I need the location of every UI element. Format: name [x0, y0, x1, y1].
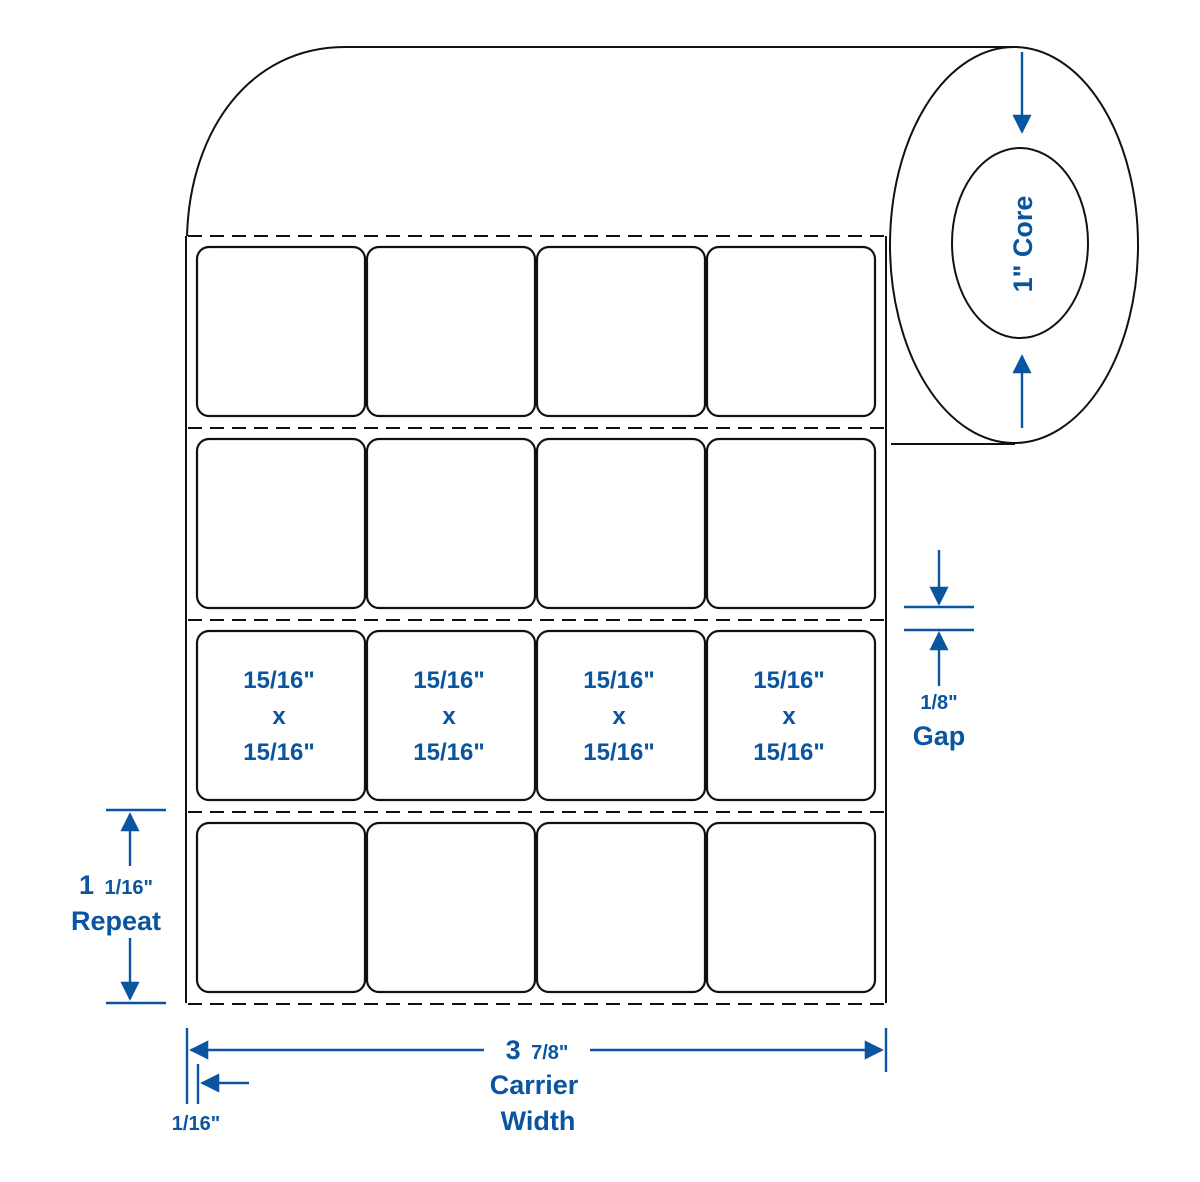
label — [535, 245, 707, 418]
label-size-height: 15/16" — [753, 739, 824, 766]
label-size-width: 15/16" — [243, 667, 314, 694]
label — [365, 245, 537, 418]
labels-grid — [195, 245, 877, 994]
carrier-fraction: 7/8" — [531, 1042, 568, 1064]
margin-dimension: 1/16" — [172, 1064, 249, 1135]
label-size-x: x — [442, 703, 456, 730]
carrier-whole: 3 — [506, 1035, 521, 1065]
label-size-x: x — [272, 703, 286, 730]
label — [705, 821, 877, 994]
margin-value: 1/16" — [172, 1113, 220, 1135]
label — [535, 437, 707, 610]
repeat-whole: 1 — [79, 870, 94, 900]
label — [195, 629, 367, 802]
label — [195, 821, 367, 994]
gap-value: 1/8" — [920, 692, 957, 714]
carrier-width-dimension: 3 7/8" Carrier Width — [185, 1028, 888, 1136]
roll-end-outer — [889, 46, 1139, 444]
roll-body — [185, 46, 1139, 1003]
label-size-width: 15/16" — [583, 667, 654, 694]
carrier-value: 3 7/8" — [506, 1035, 569, 1065]
core-label: 1" Core — [1008, 196, 1038, 293]
label — [195, 437, 367, 610]
label — [705, 245, 877, 418]
repeat-word: Repeat — [71, 906, 161, 936]
repeat-dimension: 1 1/16" Repeat — [71, 808, 166, 1005]
label-size-x: x — [782, 703, 796, 730]
label — [195, 245, 367, 418]
label — [705, 437, 877, 610]
roll-outline — [186, 46, 1015, 237]
label — [535, 821, 707, 994]
row-separators — [188, 235, 886, 1005]
carrier-word-1: Carrier — [490, 1070, 579, 1100]
label — [535, 629, 707, 802]
repeat-fraction: 1/16" — [105, 877, 153, 899]
roll-core — [951, 147, 1089, 339]
label — [365, 629, 537, 802]
label — [365, 437, 537, 610]
label — [365, 821, 537, 994]
label-size-height: 15/16" — [413, 739, 484, 766]
core-dimension: 1" Core — [1008, 52, 1038, 428]
label-size-height: 15/16" — [243, 739, 314, 766]
size-annotations: 15/16" x 15/16" 15/16" x 15/16" 15/16" x 15/16" 1… — [243, 667, 824, 766]
gap-word: Gap — [913, 721, 966, 751]
label — [705, 629, 877, 802]
carrier-word-2: Width — [501, 1106, 576, 1136]
repeat-value: 1 1/16" — [79, 870, 153, 900]
label-size-width: 15/16" — [413, 667, 484, 694]
label-size-x: x — [612, 703, 626, 730]
gap-dimension: 1/8" Gap — [904, 550, 974, 751]
label-size-height: 15/16" — [583, 739, 654, 766]
label-size-width: 15/16" — [753, 667, 824, 694]
